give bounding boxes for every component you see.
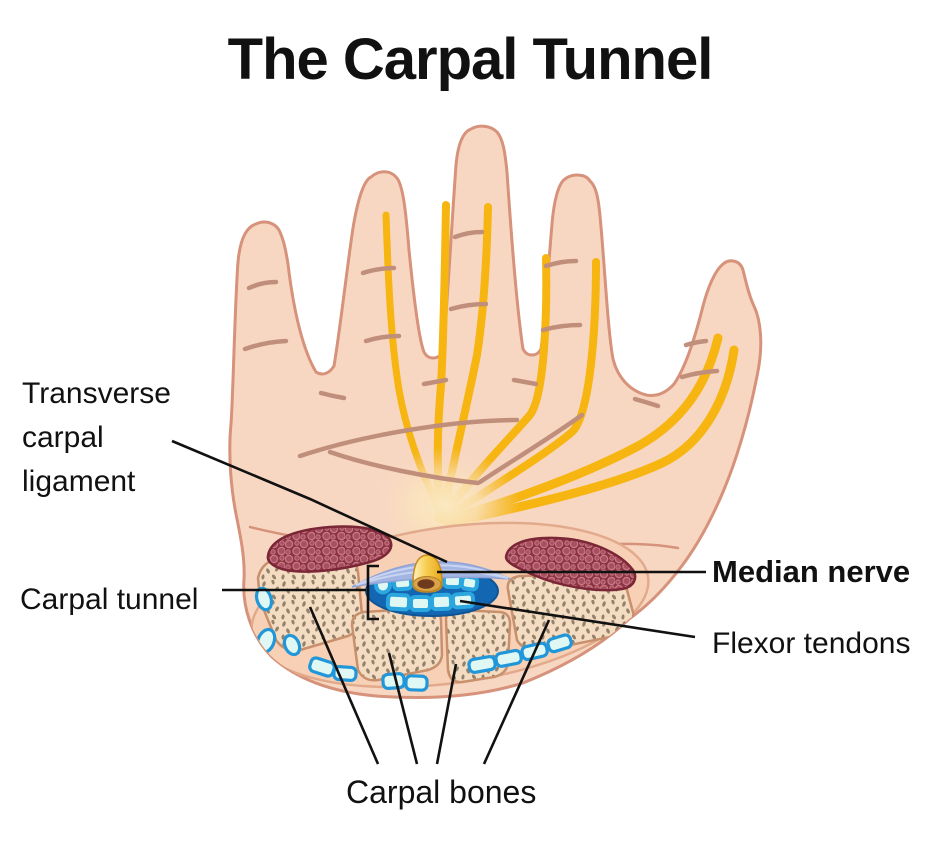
label-flexor-tendons: Flexor tendons bbox=[712, 627, 911, 660]
label-carpal-bones: Carpal bones bbox=[346, 774, 537, 810]
carpal-bones-leader-line-3 bbox=[435, 663, 458, 765]
ligament-leader-line bbox=[171, 439, 448, 564]
median-nerve-shape bbox=[412, 554, 443, 593]
label-transverse-carpal-ligament: Transverse carpal ligament bbox=[22, 377, 171, 498]
carpal-tunnel-bracket bbox=[366, 564, 379, 621]
page-title: The Carpal Tunnel bbox=[227, 27, 714, 92]
carpal-bones-leader-line-1 bbox=[308, 606, 380, 765]
extensor-tendons bbox=[254, 586, 573, 692]
leader-lines bbox=[171, 439, 706, 765]
wrist-cross-section bbox=[250, 521, 650, 692]
label-median-nerve: Median nerve bbox=[712, 554, 911, 589]
skin-creases bbox=[242, 229, 720, 486]
thenar-hypothenar-muscles bbox=[266, 525, 637, 592]
carpal-bones-leader-line-4 bbox=[482, 619, 551, 765]
carpal-bones-leader-line-2 bbox=[387, 652, 419, 765]
label-carpal-tunnel: Carpal tunnel bbox=[20, 583, 199, 616]
carpal-bones-group bbox=[256, 554, 636, 684]
flexor-tendons-leader-line bbox=[459, 599, 696, 639]
